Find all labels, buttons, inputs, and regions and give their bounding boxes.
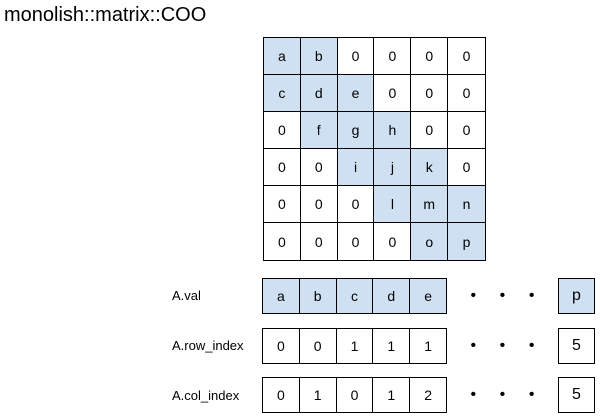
matrix-cell: 0 <box>448 112 485 149</box>
row-index-array-label: A.row_index <box>172 338 244 353</box>
matrix-cell: a <box>264 38 301 75</box>
array-cell: 1 <box>300 378 337 412</box>
matrix-cell: 0 <box>411 38 449 75</box>
matrix-cell: i <box>337 149 375 186</box>
col-index-array-last-cell: 5 <box>558 377 595 413</box>
matrix-cell: c <box>264 75 301 112</box>
ellipsis-dot: • <box>499 337 506 354</box>
matrix-cell: 0 <box>448 75 485 112</box>
col-index-array-ellipsis: • • • <box>447 377 558 413</box>
array-cell: b <box>299 279 337 313</box>
matrix-cell: g <box>337 112 375 149</box>
matrix-cell: m <box>411 186 449 223</box>
array-cell: 0 <box>300 329 337 363</box>
ellipsis-dot: • <box>470 287 477 304</box>
matrix-cell: 0 <box>300 149 338 186</box>
matrix-cell: 0 <box>411 75 449 112</box>
val-array-ellipsis: • • • <box>447 278 558 314</box>
matrix-cell: k <box>411 149 449 186</box>
array-cell: 0 <box>263 329 300 363</box>
ellipsis-dot: • <box>528 337 535 354</box>
matrix-cell: e <box>337 75 375 112</box>
matrix-cell: 0 <box>264 223 301 260</box>
matrix-cell: 0 <box>301 223 338 260</box>
matrix-cell: n <box>448 186 485 223</box>
matrix-cell: 0 <box>374 75 412 112</box>
matrix-cell: 0 <box>337 38 375 75</box>
row-index-array-ellipsis: • • • <box>447 328 558 364</box>
matrix-cell: d <box>300 75 338 112</box>
array-cell: 1 <box>373 378 411 412</box>
matrix-cell: 0 <box>374 38 412 75</box>
matrix-cell: b <box>300 38 338 75</box>
matrix-cell: o <box>411 223 449 260</box>
array-cell: 0 <box>337 378 374 412</box>
ellipsis-dot: • <box>528 386 535 403</box>
array-cell: 1 <box>337 329 374 363</box>
matrix-cell: 0 <box>338 223 375 260</box>
array-cell: d <box>373 279 411 313</box>
matrix-cell: 0 <box>264 149 301 186</box>
matrix-cell: 0 <box>300 186 338 223</box>
val-array-label: A.val <box>172 288 201 303</box>
ellipsis-dot: • <box>499 287 506 304</box>
matrix-cell: 0 <box>337 186 375 223</box>
ellipsis-dot: • <box>470 337 477 354</box>
ellipsis-dot: • <box>528 287 535 304</box>
val-array-last-cell: p <box>558 278 595 314</box>
row-index-array-last-cell: 5 <box>558 328 595 364</box>
array-cell: e <box>410 279 446 313</box>
array-cell: 1 <box>373 329 411 363</box>
matrix-cell: h <box>374 112 412 149</box>
matrix-cell: j <box>374 149 412 186</box>
matrix-cell: 0 <box>448 149 485 186</box>
array-cell: 0 <box>263 378 300 412</box>
matrix-cell: 0 <box>448 38 485 75</box>
matrix-cell: 0 <box>411 112 449 149</box>
diagram-title: monolish::matrix::COO <box>4 4 207 26</box>
matrix-cell: 0 <box>374 223 412 260</box>
ellipsis-dot: • <box>470 386 477 403</box>
array-cell: c <box>336 279 374 313</box>
ellipsis-dot: • <box>499 386 506 403</box>
array-cell: a <box>263 279 300 313</box>
matrix-cell: l <box>374 186 412 223</box>
col-index-array-label: A.col_index <box>172 388 240 403</box>
matrix-cell: p <box>448 223 485 260</box>
matrix-cell: f <box>300 112 338 149</box>
array-cell: 1 <box>424 338 432 354</box>
array-cell: 2 <box>424 387 432 403</box>
matrix-cell: 0 <box>264 186 301 223</box>
matrix-cell: 0 <box>264 112 301 149</box>
